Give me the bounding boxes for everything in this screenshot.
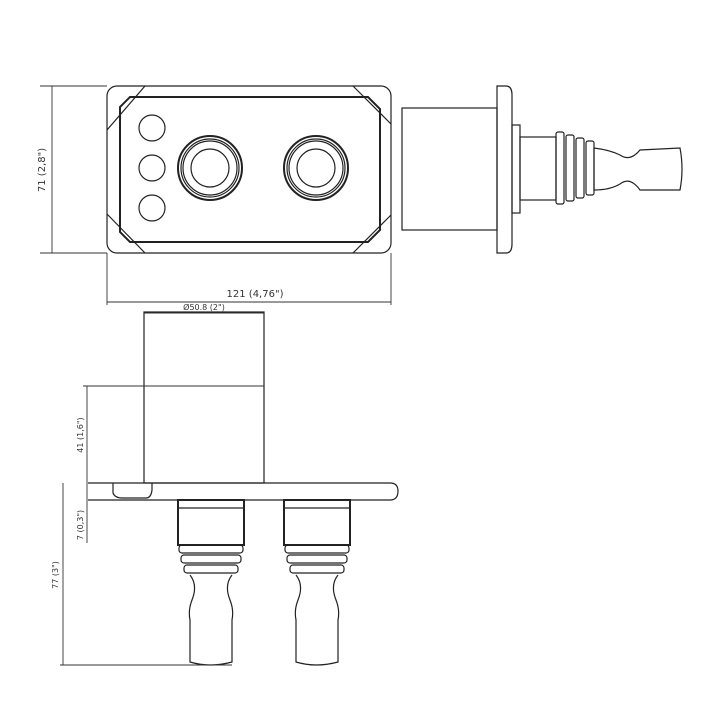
dimension-label: Ø50.8 (2") <box>183 302 225 312</box>
dimension-label: 71 (2,8") <box>37 148 48 192</box>
indicator-hole <box>138 114 166 142</box>
top-view <box>106 85 392 254</box>
connector-port <box>177 135 243 201</box>
connector-port <box>283 135 349 201</box>
dimension-width-top: 121 (4,76") <box>106 253 392 305</box>
side-view <box>401 85 683 254</box>
front-view <box>83 311 399 666</box>
connector <box>283 499 351 666</box>
dimension-cylinder-height: 41 (1,6") <box>76 386 88 483</box>
dimension-label: 41 (1,6") <box>76 417 85 452</box>
dimension-diameter: Ø50.8 (2") <box>144 302 264 314</box>
dimension-label: 121 (4,76") <box>227 289 284 300</box>
dimension-connector-depth: 77 (3") <box>51 483 232 666</box>
dimension-label: 7 (0,3") <box>76 510 85 540</box>
dimension-plate-thickness: 7 (0,3") <box>76 483 88 543</box>
dimension-label: 77 (3") <box>51 561 60 589</box>
dimension-height-top: 71 (2,8") <box>37 85 107 254</box>
connector <box>177 499 245 666</box>
indicator-hole <box>138 194 166 222</box>
indicator-hole <box>138 154 166 182</box>
